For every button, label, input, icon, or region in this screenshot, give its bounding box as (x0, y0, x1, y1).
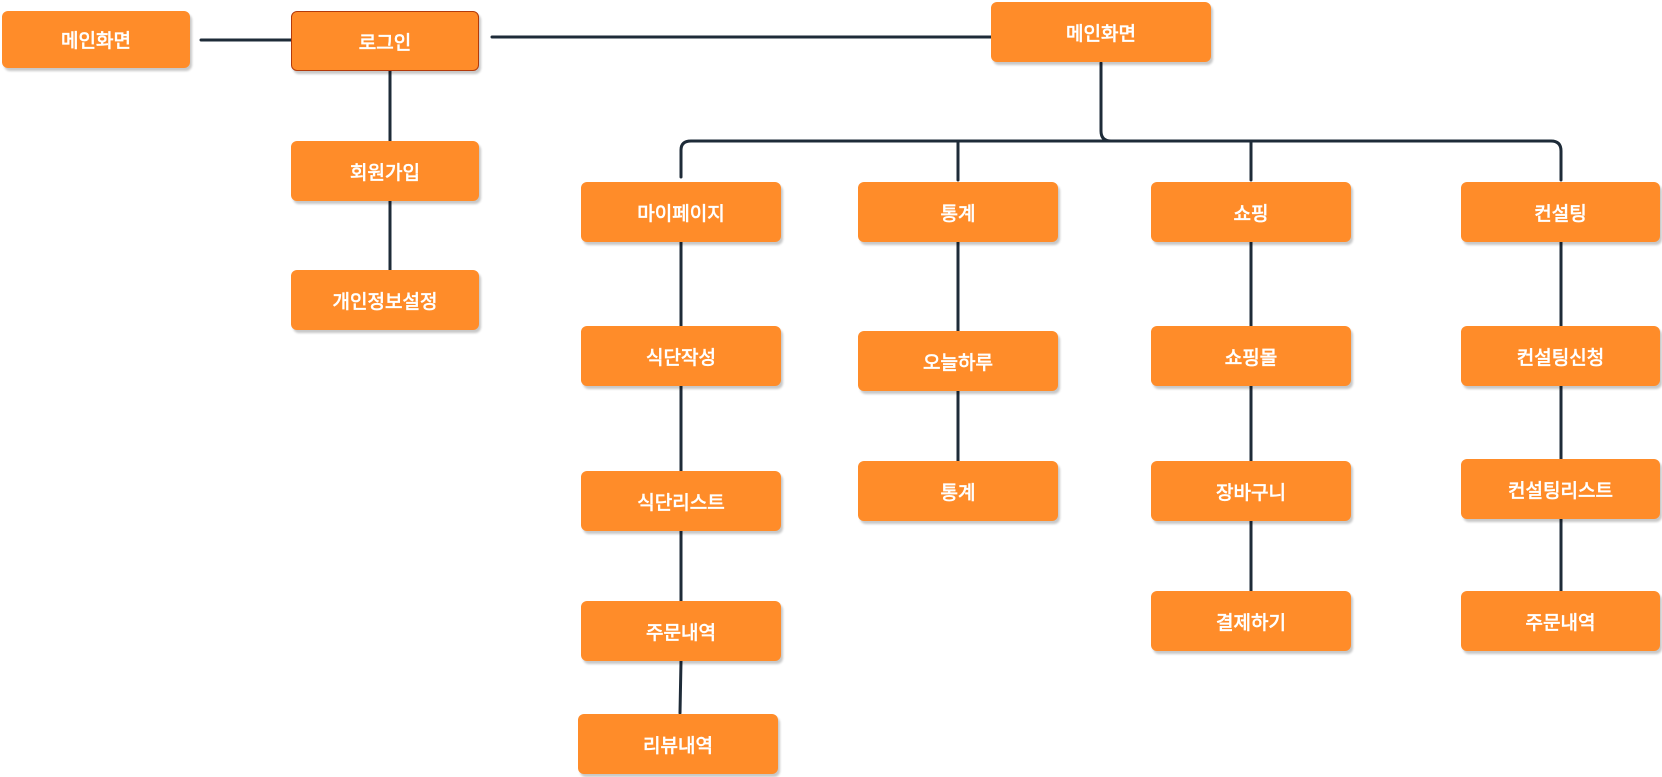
node-orders-consulting[interactable]: 주문내역 (1461, 591, 1660, 651)
node-orders-mypage[interactable]: 주문내역 (581, 601, 781, 661)
node-consulting[interactable]: 컨설팅 (1461, 182, 1660, 242)
node-stats-sub[interactable]: 통계 (858, 461, 1058, 521)
node-mypage[interactable]: 마이페이지 (581, 182, 781, 242)
edge-orders-reviews (678, 659, 683, 715)
edge-main-trunk (1099, 61, 1212, 143)
edge-branch-bus (679, 139, 1563, 182)
node-shopping[interactable]: 쇼핑 (1151, 182, 1351, 242)
node-diet-write[interactable]: 식단작성 (581, 326, 781, 386)
node-main[interactable]: 메인화면 (991, 2, 1211, 62)
node-diet-list[interactable]: 식단리스트 (581, 471, 781, 531)
node-main-left[interactable]: 메인화면 (2, 11, 190, 68)
node-consulting-list[interactable]: 컨설팅리스트 (1461, 459, 1660, 519)
node-today[interactable]: 오늘하루 (858, 331, 1058, 391)
node-privacy-settings[interactable]: 개인정보설정 (291, 270, 479, 330)
node-signup[interactable]: 회원가입 (291, 141, 479, 201)
node-checkout[interactable]: 결제하기 (1151, 591, 1351, 651)
node-shopping-mall[interactable]: 쇼핑몰 (1151, 326, 1351, 386)
node-stats[interactable]: 통계 (858, 182, 1058, 242)
node-reviews[interactable]: 리뷰내역 (578, 714, 778, 774)
node-login[interactable]: 로그인 (291, 11, 479, 71)
node-cart[interactable]: 장바구니 (1151, 461, 1351, 521)
node-consulting-apply[interactable]: 컨설팅신청 (1461, 326, 1660, 386)
